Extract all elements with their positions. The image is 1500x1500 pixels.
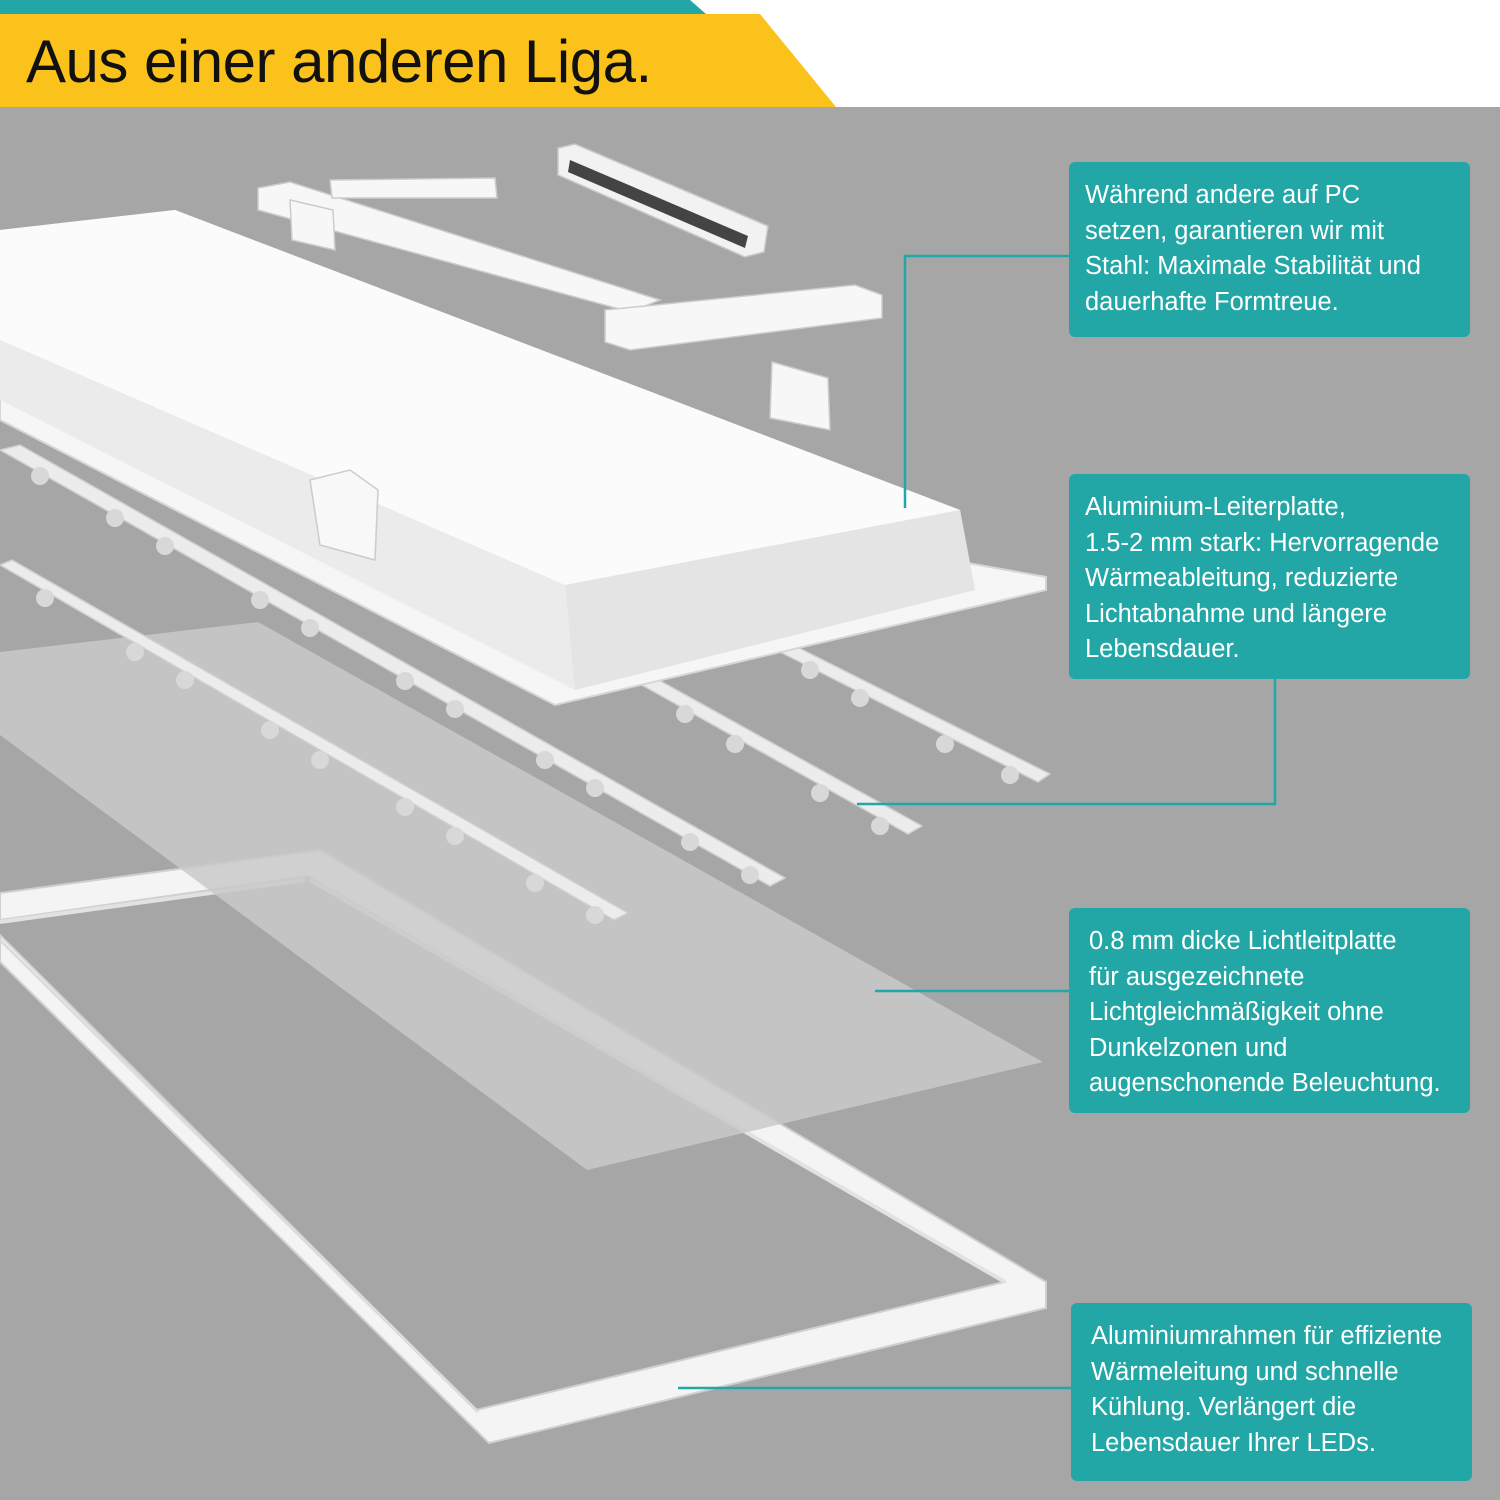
callout-line: Kühlung. Verlängert die bbox=[1091, 1393, 1357, 1421]
steel-housing bbox=[0, 210, 1047, 707]
callout-line: für ausgezeichnete bbox=[1089, 962, 1305, 991]
page-title: Aus einer anderen Liga. bbox=[26, 28, 652, 95]
callout-steel-housing: Während andere auf PC setzen, garantiere… bbox=[1069, 162, 1470, 337]
callout-line: Aluminium-Leiterplatte, bbox=[1085, 493, 1346, 521]
callout-line: Aluminiumrahmen für effiziente bbox=[1091, 1322, 1443, 1350]
callout-line: Wärmeableitung, reduzierte bbox=[1085, 564, 1399, 592]
light-guide-plate bbox=[0, 622, 1043, 1170]
callout-connectors bbox=[678, 254, 1277, 1390]
led-strips bbox=[0, 444, 1052, 921]
callout-line: Lebensdauer. bbox=[1085, 635, 1240, 663]
callout-aluminium-frame: Aluminiumrahmen für effiziente Wärmeleit… bbox=[1071, 1303, 1472, 1481]
yellow-banner bbox=[0, 14, 836, 107]
callout-line: 1.5-2 mm stark: Hervorragende bbox=[1085, 528, 1440, 557]
callout-line: Lichtgleichmäßigkeit ohne bbox=[1089, 998, 1384, 1026]
callout-line: Während andere auf PC bbox=[1085, 181, 1360, 209]
callout-line: Lebensdauer Ihrer LEDs. bbox=[1091, 1428, 1376, 1457]
callout-aluminium-pcb: Aluminium-Leiterplatte, 1.5-2 mm stark: … bbox=[1069, 474, 1470, 679]
led-chips bbox=[31, 467, 1019, 924]
callout-line: Stahl: Maximale Stabilität und bbox=[1085, 252, 1421, 280]
callout-line: Lichtabnahme und längere bbox=[1085, 599, 1387, 628]
callout-line: augenschonende Beleuchtung. bbox=[1089, 1069, 1441, 1097]
callout-light-guide-plate: 0.8 mm dicke Lichtleitplatte für ausgeze… bbox=[1069, 908, 1470, 1113]
mounting-brackets bbox=[257, 177, 883, 431]
callout-line: Dunkelzonen und bbox=[1089, 1033, 1288, 1062]
callout-line: 0.8 mm dicke Lichtleitplatte bbox=[1089, 927, 1397, 955]
led-driver bbox=[557, 143, 769, 258]
teal-banner-strip bbox=[0, 0, 706, 14]
callout-line: dauerhafte Formtreue. bbox=[1085, 287, 1339, 316]
callout-line: setzen, garantieren wir mit bbox=[1085, 216, 1385, 245]
callout-line: Wärmeleitung und schnelle bbox=[1091, 1357, 1399, 1386]
